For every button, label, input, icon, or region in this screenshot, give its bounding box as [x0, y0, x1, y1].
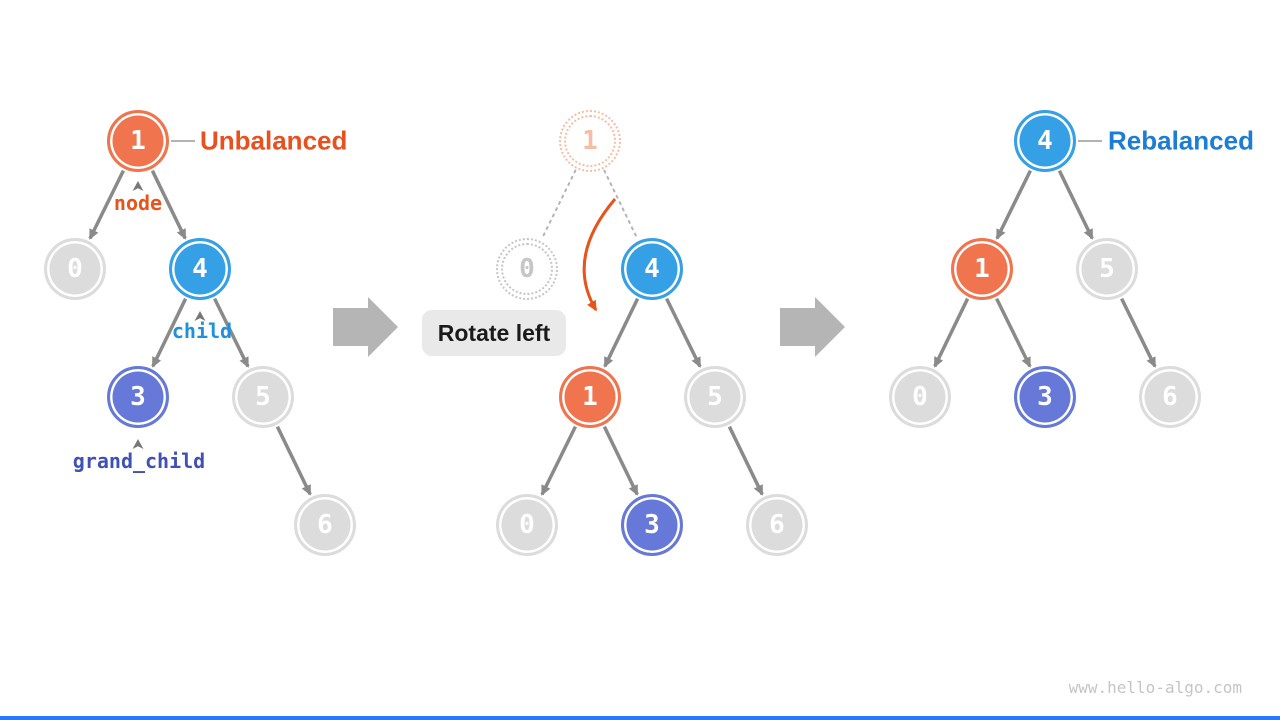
edge-1-3 [602, 425, 639, 496]
node-value: 5 [1099, 254, 1115, 284]
left-node-5: 5 [232, 366, 294, 428]
node-value: 1 [582, 382, 598, 412]
rebalanced-label: Rebalanced [1108, 125, 1254, 156]
left-node-4: 4 [169, 238, 231, 300]
step-arrow-icon [333, 297, 398, 357]
caret-up-icon [132, 181, 144, 191]
node-value: 4 [192, 254, 208, 284]
middle-node-3: 3 [621, 494, 683, 556]
node-value: 0 [519, 510, 535, 540]
middle-node-4: 4 [621, 238, 683, 300]
right-node-5: 5 [1076, 238, 1138, 300]
left-node-3: 3 [107, 366, 169, 428]
node-value: 3 [1037, 382, 1053, 412]
middle-node-0: 0 [496, 494, 558, 556]
left-node-0: 0 [44, 238, 106, 300]
caret-up-icon [132, 439, 144, 449]
ghost-node-1: 1 [559, 110, 621, 172]
child-annotation: child [171, 319, 233, 343]
edge-5-6 [1120, 297, 1157, 368]
edge-5-6 [727, 425, 764, 496]
right-node-4: 4 [1014, 110, 1076, 172]
unbalanced-label: Unbalanced [200, 125, 348, 156]
node-value: 5 [707, 382, 723, 412]
right-node-3: 3 [1014, 366, 1076, 428]
node-value: 6 [1162, 382, 1178, 412]
middle-node-1: 1 [559, 366, 621, 428]
edge-4-1 [603, 297, 640, 368]
node-annotation: node [113, 191, 163, 215]
edge-4-1 [995, 169, 1032, 240]
node-value: 1 [582, 126, 598, 156]
node-value: 0 [912, 382, 928, 412]
ghost-edge-1-0 [541, 169, 577, 240]
node-value: 6 [317, 510, 333, 540]
node-value: 5 [255, 382, 271, 412]
node-value: 4 [644, 254, 660, 284]
rotate-left-label: Rotate left [437, 319, 551, 346]
node-value: 1 [974, 254, 990, 284]
node-value: 3 [644, 510, 660, 540]
bottom-edge-bar [0, 716, 1280, 720]
node-value: 6 [769, 510, 785, 540]
node-value: 0 [67, 254, 83, 284]
rotate-left-badge: Rotate left [422, 310, 566, 356]
rotate-left-arrow [582, 198, 617, 312]
right-node-1: 1 [951, 238, 1013, 300]
edge-5-6 [275, 425, 312, 496]
middle-node-6: 6 [746, 494, 808, 556]
grand-child-annotation: grand_child [72, 449, 206, 473]
ghost-edge-1-4 [603, 169, 639, 240]
ghost-node-0: 0 [496, 238, 558, 300]
edge-1-3 [995, 297, 1032, 368]
edge-1-0 [540, 425, 577, 496]
edge-1-0 [933, 297, 970, 368]
edge-4-5 [1057, 169, 1094, 240]
node-value: 4 [1037, 126, 1053, 156]
step-arrow-icon [780, 297, 845, 357]
right-node-0: 0 [889, 366, 951, 428]
middle-node-5: 5 [684, 366, 746, 428]
node-value: 1 [130, 126, 146, 156]
node-value: 0 [519, 254, 535, 284]
edge-4-5 [665, 297, 702, 368]
left-node-6: 6 [294, 494, 356, 556]
node-value: 3 [130, 382, 146, 412]
right-node-6: 6 [1139, 366, 1201, 428]
site-watermark: www.hello-algo.com [1068, 678, 1242, 697]
left-node-1: 1 [107, 110, 169, 172]
